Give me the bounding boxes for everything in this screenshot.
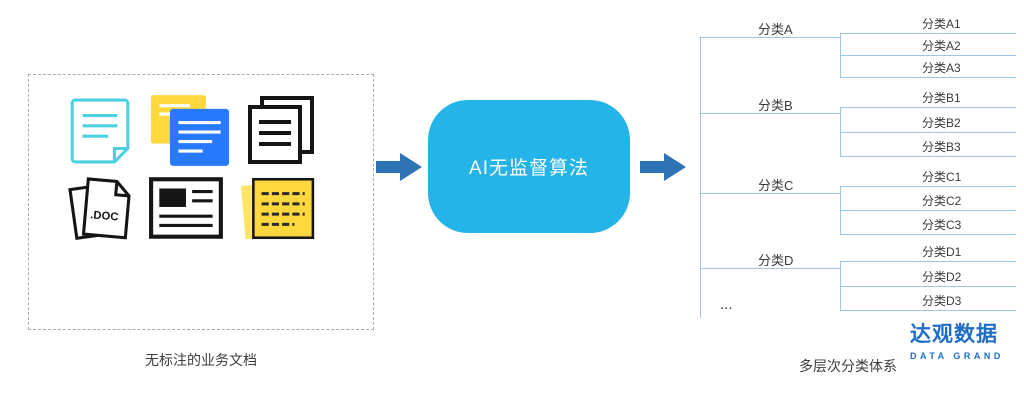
yellow-blue-documents-icon — [147, 93, 233, 169]
connector-line — [840, 132, 1016, 133]
connector-line — [700, 37, 840, 38]
newspaper-icon — [147, 175, 227, 243]
tree-leaf-label: 分类A2 — [922, 39, 961, 53]
connector-line — [840, 261, 1016, 262]
yellow-note-icon — [239, 175, 317, 243]
tree-group-label-c: 分类C — [758, 178, 794, 193]
tree-leaf-label: 分类A3 — [922, 61, 961, 75]
connector-line — [840, 55, 1016, 56]
tree-leaf-label: 分类A1 — [922, 17, 961, 31]
connector-line — [840, 186, 1016, 187]
document-stack-icon — [241, 95, 319, 165]
tree-leaf-label: 分类D2 — [922, 270, 962, 284]
flow-arrow-left — [376, 152, 422, 182]
tree-ellipsis: ... — [720, 296, 733, 313]
connector-line — [840, 33, 1016, 34]
connector-line — [840, 156, 1016, 157]
tree-group-label-d: 分类D — [758, 253, 794, 268]
tree-spine-line — [700, 37, 701, 318]
logo-title: 达观数据 — [910, 323, 998, 346]
datagrand-logo: 达观数据 DATA GRAND — [910, 318, 1022, 361]
connector-line — [840, 210, 1016, 211]
tree-leaf-label: 分类B2 — [922, 116, 961, 130]
doc-file-label: .DOC — [90, 209, 119, 223]
doc-file-icon: .DOC — [61, 175, 145, 247]
connector-line — [840, 310, 1016, 311]
flow-arrow-right — [640, 152, 686, 182]
teal-document-icon — [69, 97, 131, 165]
tree-leaf-label: 分类C2 — [922, 194, 962, 208]
tree-leaf-label: 分类C1 — [922, 170, 962, 184]
tree-leaf-label: 分类D1 — [922, 245, 962, 259]
tree-leaf-label: 分类D3 — [922, 294, 962, 308]
tree-leaf-label: 分类C3 — [922, 218, 962, 232]
connector-line — [840, 286, 1016, 287]
connector-line — [840, 234, 1016, 235]
connector-line — [840, 261, 841, 310]
tree-group-label-b: 分类B — [758, 98, 793, 113]
connector-line — [700, 268, 840, 269]
tree-caption: 多层次分类体系 — [799, 358, 897, 374]
connector-line — [700, 193, 840, 194]
source-documents-panel: .DOC — [28, 74, 374, 330]
unsupervised-algorithm-box: AI无监督算法 — [428, 100, 630, 233]
algorithm-box-label: AI无监督算法 — [469, 158, 589, 179]
logo-subtitle: DATA GRAND — [910, 351, 1004, 361]
tree-leaf-label: 分类B1 — [922, 91, 961, 105]
connector-line — [700, 113, 840, 114]
tree-leaf-label: 分类B3 — [922, 140, 961, 154]
connector-line — [840, 107, 1016, 108]
left-panel-caption: 无标注的业务文档 — [145, 352, 257, 368]
connector-line — [840, 77, 1016, 78]
tree-group-label-a: 分类A — [758, 22, 793, 37]
